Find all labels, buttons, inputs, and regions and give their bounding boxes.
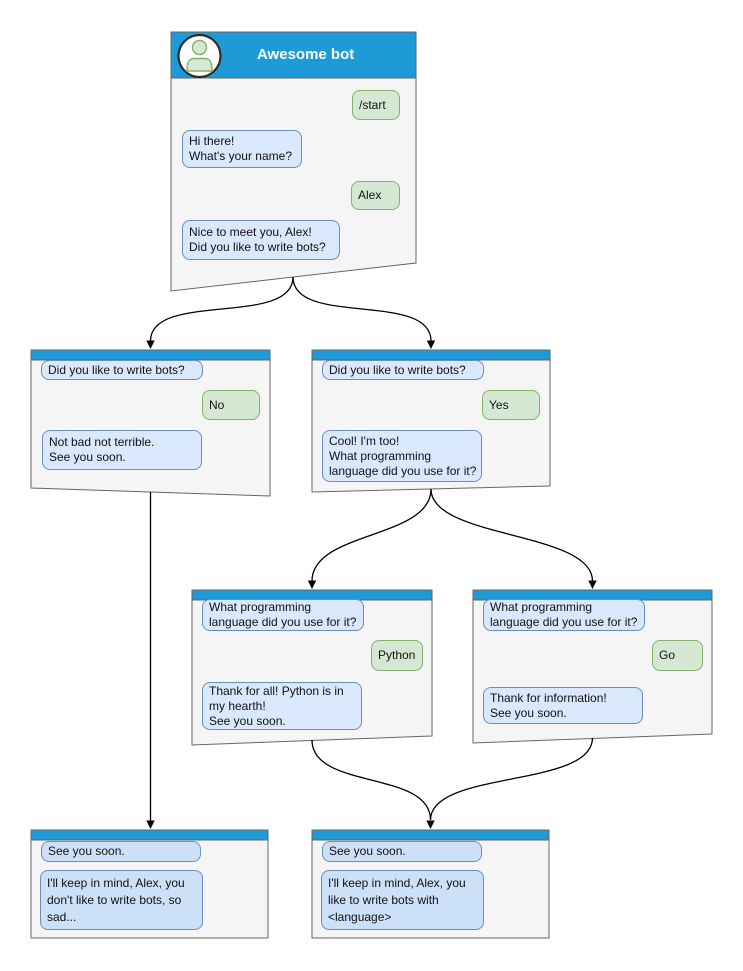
user-message-bubble[interactable]: Go (652, 640, 703, 671)
window-header-strip[interactable] (30, 829, 269, 841)
arrowhead-icon (426, 340, 436, 349)
bot-message-bubble[interactable]: Nice to meet you, Alex! Did you like to … (182, 220, 340, 260)
bot-message-bubble[interactable]: What programming language did you use fo… (483, 599, 645, 631)
window-header-strip[interactable] (30, 349, 271, 361)
arrowhead-icon (146, 340, 155, 349)
user-message-bubble[interactable]: Yes (482, 390, 540, 420)
person-icon (186, 57, 213, 72)
connector-root-to-no (149, 276, 294, 342)
user-message-bubble[interactable]: /start (352, 90, 400, 120)
window-header[interactable] (170, 31, 417, 79)
user-message-bubble[interactable]: Python (371, 640, 423, 671)
bot-message-bubble[interactable]: Hi there! What's your name? (182, 130, 302, 168)
bot-message-bubble[interactable]: What programming language did you use fo… (202, 599, 364, 631)
window-header-strip[interactable] (472, 589, 713, 601)
connector-yes-to-go (430, 488, 594, 582)
connector-python-to-end (311, 739, 432, 821)
bot-message-bubble[interactable]: I'll keep in mind, Alex, you like to wri… (321, 870, 484, 930)
window-header-strip[interactable] (311, 349, 551, 361)
bot-message-bubble[interactable]: Thank for all! Python is in my hearth! S… (202, 682, 362, 730)
connector-yes-to-python (311, 488, 432, 582)
bot-message-bubble[interactable]: Did you like to write bots? (41, 360, 203, 380)
bot-message-bubble[interactable]: Thank for information! See you soon. (483, 687, 643, 724)
arrowhead-icon (146, 820, 155, 829)
user-message-bubble[interactable]: Alex (351, 181, 400, 210)
connector-go-to-end (429, 737, 594, 821)
bot-message-bubble[interactable]: See you soon. (41, 841, 201, 862)
window-header-strip[interactable] (191, 589, 433, 601)
chat-header-title: Awesome bot (257, 46, 355, 63)
arrowhead-icon (426, 820, 435, 829)
person-icon (191, 39, 208, 56)
bot-message-bubble[interactable]: Cool! I'm too! What programming language… (322, 430, 482, 482)
connector-root-to-yes (292, 276, 432, 342)
bot-message-bubble[interactable]: See you soon. (322, 841, 482, 862)
bot-message-bubble[interactable]: Not bad not terrible. See you soon. (42, 430, 202, 470)
window-header-strip[interactable] (311, 829, 550, 841)
arrowhead-icon (307, 580, 317, 589)
arrowhead-icon (588, 580, 597, 589)
bot-message-bubble[interactable]: Did you like to write bots? (322, 360, 484, 380)
user-message-bubble[interactable]: No (202, 390, 260, 420)
bot-message-bubble[interactable]: I'll keep in mind, Alex, you don't like … (40, 870, 203, 930)
